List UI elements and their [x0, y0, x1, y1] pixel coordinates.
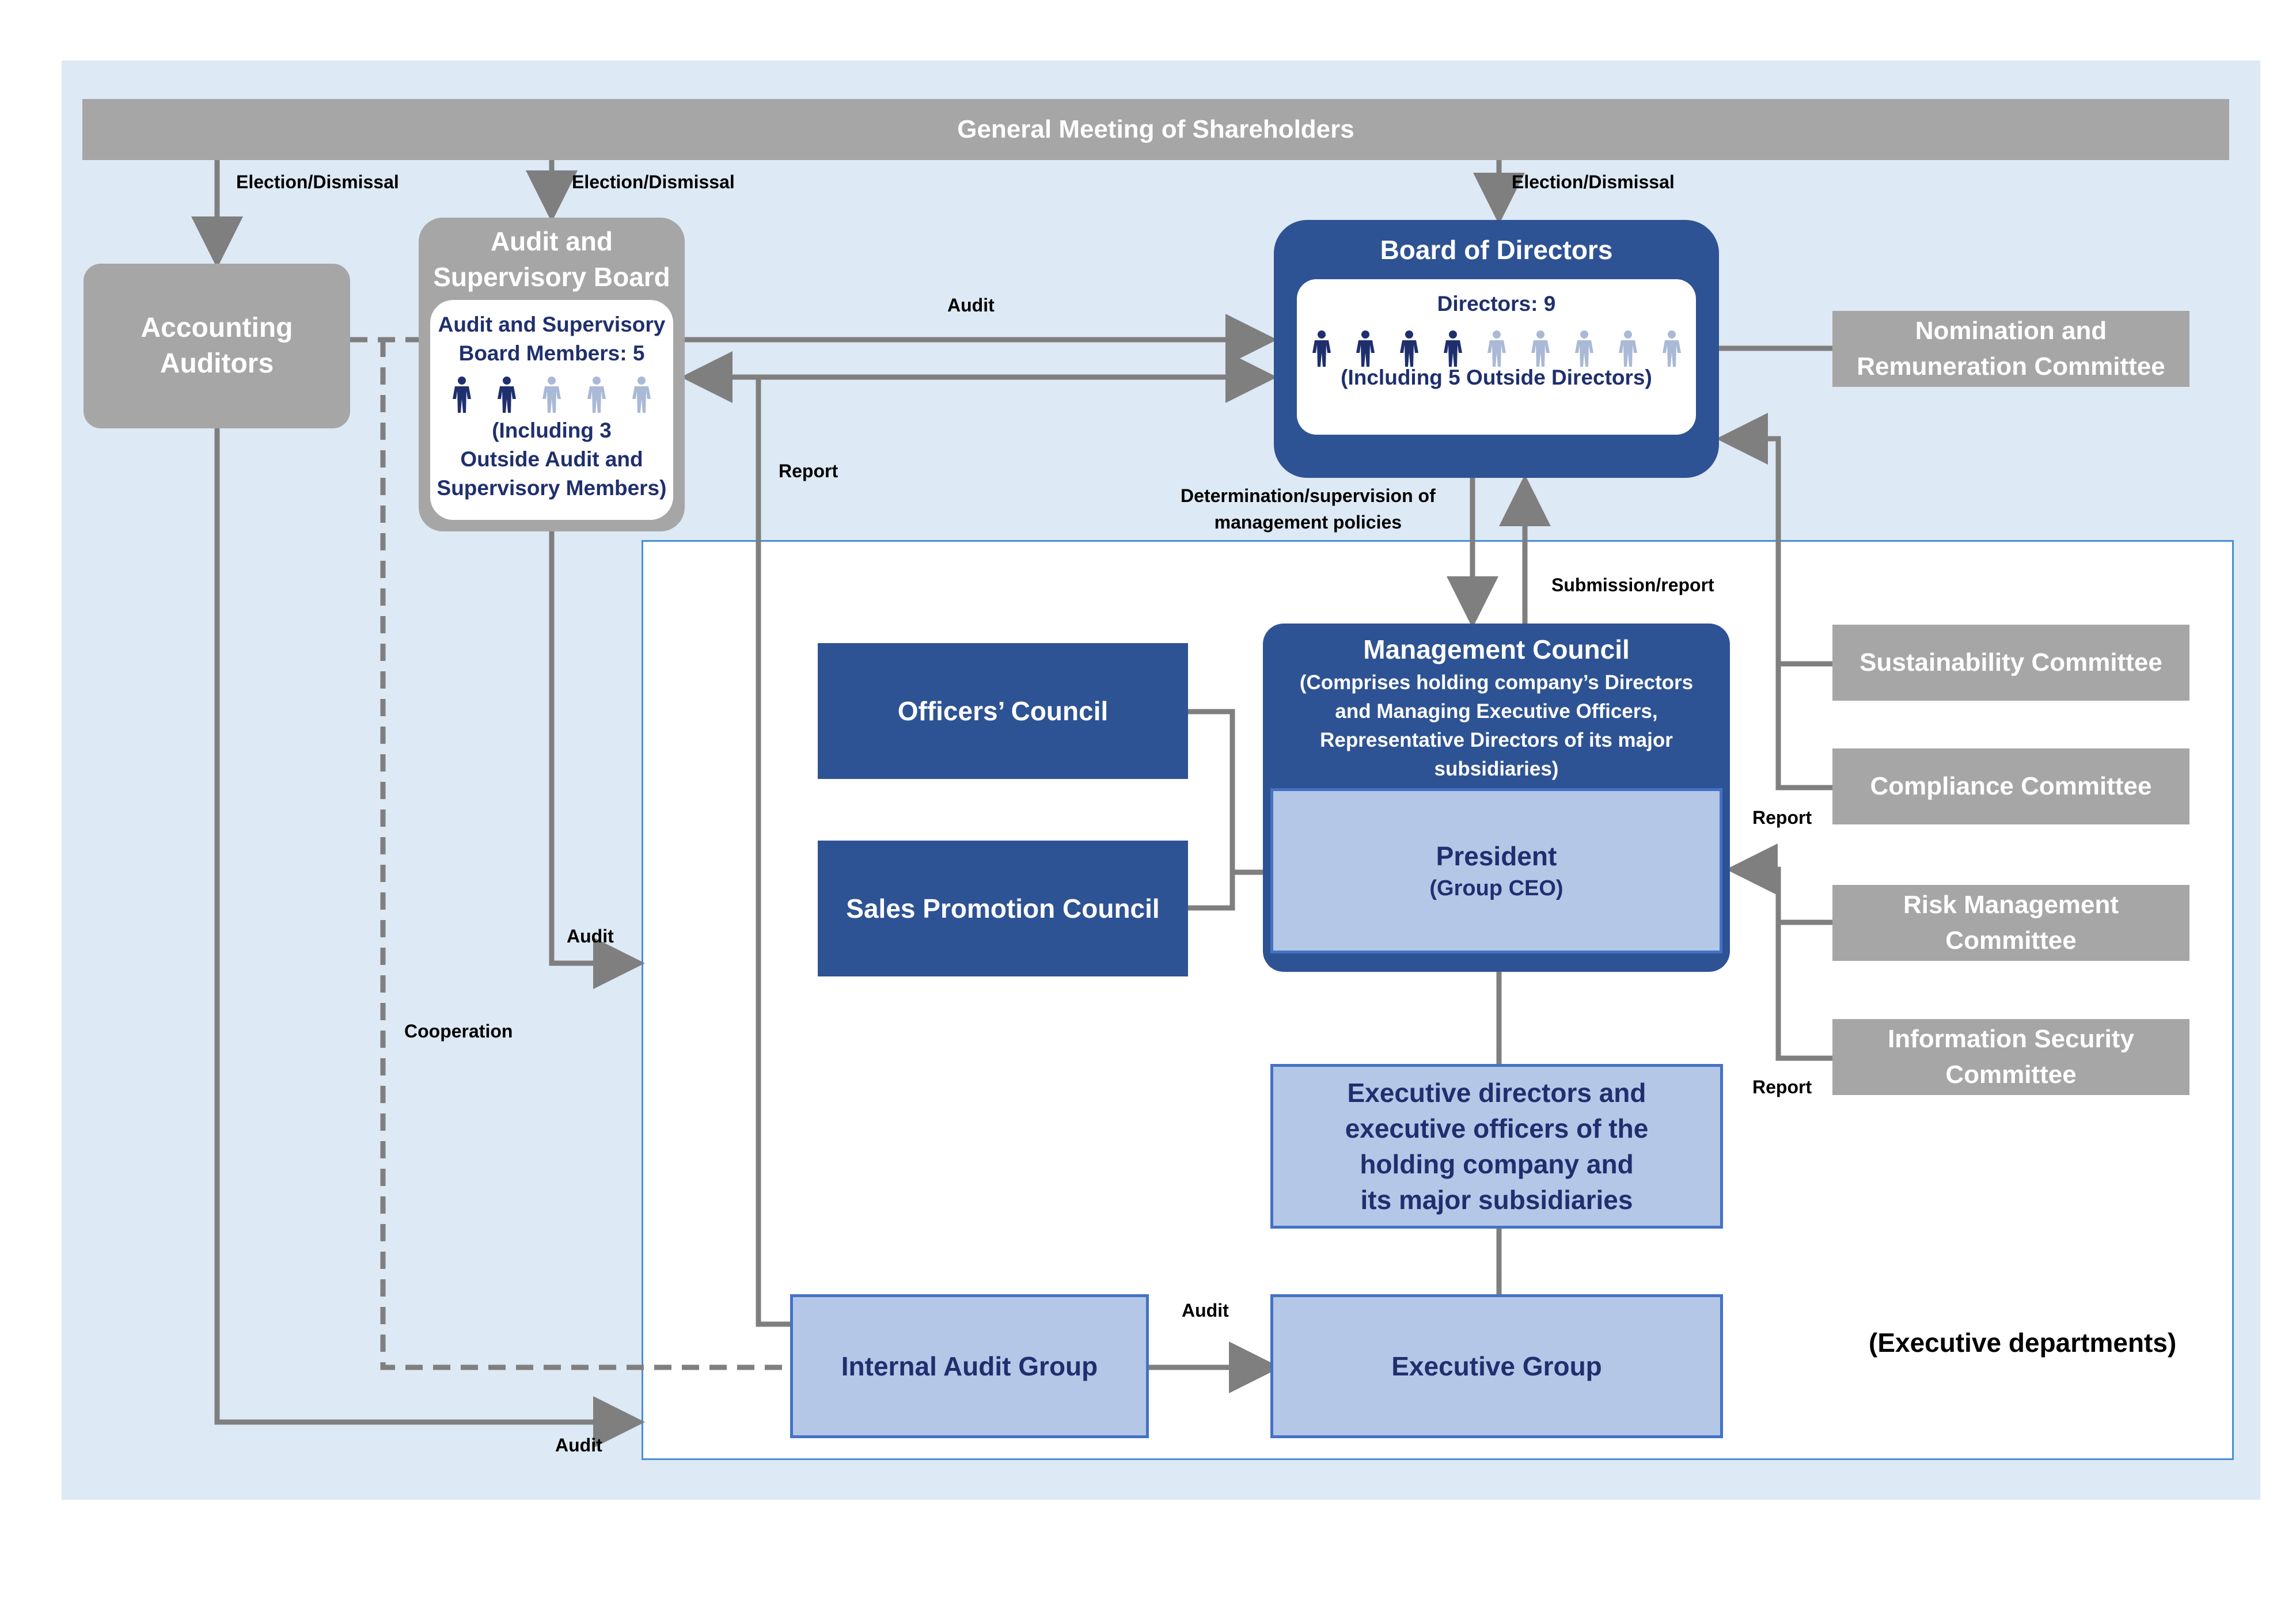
- label-determination: Determination/supervision of management …: [1181, 482, 1436, 535]
- person-inside-icon: [498, 377, 516, 413]
- person-outside-icon: [1662, 330, 1681, 367]
- exec-dir-line4: its major subsidiaries: [1360, 1185, 1633, 1215]
- bod-directors-count: Directors: 9: [1437, 292, 1556, 316]
- executive-directors-box: Executive directors and executive office…: [1270, 1064, 1723, 1229]
- label-audit-exec: Audit: [1182, 1300, 1229, 1321]
- executive-group: Executive Group: [1270, 1294, 1723, 1438]
- asb-note-line2: Outside Audit and: [460, 447, 643, 471]
- label-election-bod: Election/Dismissal: [1512, 172, 1675, 192]
- label-report-compliance: Report: [1752, 807, 1812, 828]
- general-meeting-bar: General Meeting of Shareholders: [82, 99, 2229, 160]
- bod-people-icons: [1297, 330, 1696, 370]
- label-audit-top: Audit: [947, 295, 995, 316]
- risk-line2: Committee: [1945, 926, 2077, 955]
- risk-line1: Risk Management: [1903, 891, 2119, 919]
- board-of-directors: Board of Directors Directors: 9 (Includi…: [1274, 220, 1719, 478]
- executive-departments-label: (Executive departments): [1869, 1328, 2177, 1358]
- mc-sub-line4: subsidiaries): [1434, 758, 1559, 780]
- nomination-line2: Remuneration Committee: [1857, 352, 2165, 381]
- sustainability-committee: Sustainability Committee: [1832, 625, 2189, 701]
- asb-title: Audit and Supervisory Board: [419, 223, 685, 295]
- internal-audit-group: Internal Audit Group: [790, 1294, 1149, 1438]
- compliance-committee: Compliance Committee: [1832, 748, 2189, 824]
- label-audit-mid: Audit: [567, 926, 614, 947]
- mc-sub-line2: and Managing Executive Officers,: [1335, 700, 1658, 723]
- infosec-line1: Information Security: [1888, 1025, 2134, 1053]
- label-audit-bottom: Audit: [555, 1435, 602, 1455]
- label-election-accounting: Election/Dismissal: [236, 172, 399, 192]
- audit-supervisory-board: Audit and Supervisory Board Audit and Su…: [419, 218, 685, 531]
- person-inside-icon: [1399, 330, 1418, 367]
- accounting-auditors-line1: Accounting: [141, 312, 293, 343]
- bod-title: Board of Directors: [1380, 235, 1613, 265]
- exec-dir-line1: Executive directors and: [1347, 1078, 1646, 1108]
- person-inside-icon: [1443, 330, 1462, 367]
- person-inside-icon: [1312, 330, 1331, 367]
- asb-members-label: Audit and Supervisory Board Members: 5: [430, 310, 673, 368]
- determination-line1: Determination/supervision of: [1181, 485, 1436, 506]
- determination-line2: management policies: [1214, 512, 1402, 533]
- accounting-auditors-line2: Auditors: [160, 348, 274, 379]
- exec-dir-line2: executive officers of the: [1345, 1113, 1649, 1143]
- person-inside-icon: [453, 377, 471, 413]
- asb-title-line2: Supervisory Board: [433, 262, 670, 292]
- person-outside-icon: [542, 377, 561, 413]
- exec-dir-line3: holding company and: [1360, 1149, 1634, 1179]
- president-title: President: [1436, 841, 1557, 871]
- asb-note-line3: Supervisory Members): [437, 476, 667, 500]
- management-council: Management Council (Comprises holding co…: [1263, 624, 1730, 972]
- label-cooperation: Cooperation: [404, 1021, 513, 1042]
- label-submission: Submission/report: [1551, 575, 1714, 595]
- bod-note: (Including 5 Outside Directors): [1341, 366, 1652, 389]
- mc-sub-line3: Representative Directors of its major: [1320, 729, 1673, 751]
- mc-description: (Comprises holding company’s Directors a…: [1280, 668, 1713, 784]
- sales-promotion-council: Sales Promotion Council: [818, 841, 1188, 976]
- infosec-line2: Committee: [1945, 1061, 2077, 1089]
- mc-title: Management Council: [1363, 634, 1630, 664]
- asb-note-line1: (Including 3: [492, 419, 612, 442]
- label-report-left: Report: [779, 461, 838, 481]
- label-report-infosec: Report: [1752, 1077, 1812, 1097]
- bod-directors-panel: Directors: 9 (Including 5 Outside Direct…: [1297, 279, 1696, 435]
- asb-members-panel: Audit and Supervisory Board Members: 5 (…: [430, 300, 673, 520]
- person-outside-icon: [587, 377, 606, 413]
- mc-sub-line1: (Comprises holding company’s Directors: [1299, 671, 1694, 694]
- person-inside-icon: [1356, 330, 1375, 367]
- person-outside-icon: [1531, 330, 1550, 367]
- officers-council: Officers’ Council: [818, 643, 1188, 779]
- asb-title-line1: Audit and: [490, 226, 613, 256]
- president-box: President (Group CEO): [1270, 788, 1722, 953]
- person-outside-icon: [1618, 330, 1637, 367]
- asb-note: (Including 3 Outside Audit and Superviso…: [430, 416, 673, 503]
- asb-members-line2: Board Members: 5: [458, 341, 645, 365]
- nomination-line1: Nomination and: [1915, 317, 2107, 345]
- label-election-asb: Election/Dismissal: [572, 172, 735, 192]
- person-outside-icon: [1487, 330, 1506, 367]
- person-outside-icon: [1574, 330, 1593, 367]
- person-outside-icon: [632, 377, 651, 413]
- president-sub: (Group CEO): [1429, 876, 1563, 900]
- asb-members-line1: Audit and Supervisory: [438, 313, 666, 336]
- asb-people-icons: [430, 376, 673, 416]
